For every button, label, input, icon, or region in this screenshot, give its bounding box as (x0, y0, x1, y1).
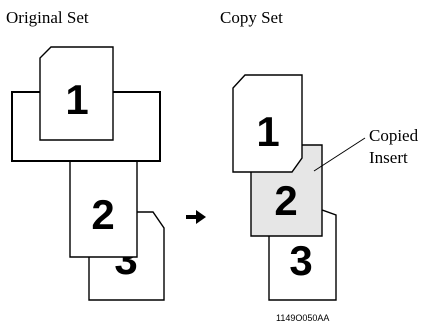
copy-page-3-number: 3 (289, 237, 312, 284)
copy-page-1: 1 (232, 74, 303, 173)
original-page-2: 2 (69, 157, 138, 258)
original-page-2-number: 2 (91, 191, 114, 238)
figure-code: 1149O050AA (276, 313, 330, 323)
copied-insert-label-line2: Insert (369, 148, 408, 167)
original-page-1-number: 1 (65, 76, 88, 123)
copied-insert-label-line1: Copied (369, 126, 419, 145)
copied-insert-leader-line (313, 137, 366, 172)
copy-page-1-number: 1 (256, 108, 279, 155)
copy-page-2-number: 2 (274, 177, 297, 224)
copy-set-label: Copy Set (220, 8, 283, 27)
original-page-1: 1 (39, 46, 114, 141)
original-set-label: Original Set (6, 8, 89, 27)
right-arrow-icon (186, 210, 206, 224)
